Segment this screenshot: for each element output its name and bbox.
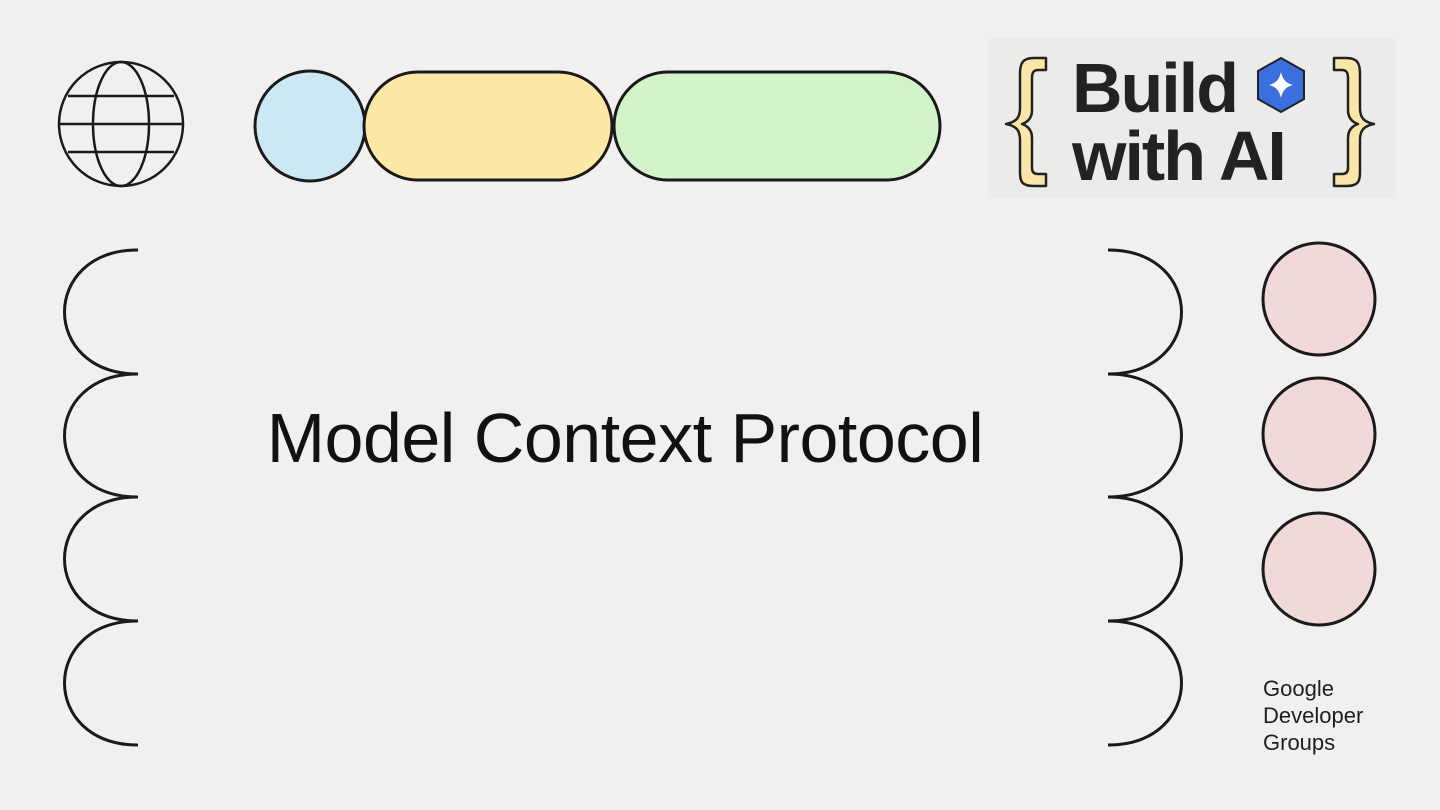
badge-title-line2: with AI: [1072, 117, 1287, 195]
gemini-sparkle-icon: [1257, 56, 1305, 114]
pill-green: [612, 70, 942, 182]
pink-circle-top: [1261, 241, 1377, 357]
pink-circle-middle: [1261, 376, 1377, 492]
left-scallop-border: [63, 248, 139, 747]
footer-line-2: Developer: [1263, 703, 1364, 728]
pill-row: [253, 69, 942, 183]
globe-icon: [57, 60, 185, 188]
right-scallop-border: [1107, 248, 1183, 747]
build-with-ai-badge: [988, 38, 1396, 198]
pill-yellow: [362, 70, 614, 182]
badge-title-line1: Build: [1072, 49, 1239, 127]
pink-circle-bottom: [1261, 511, 1377, 627]
footer-line-1: Google: [1263, 676, 1334, 701]
slide-title: Model Context Protocol: [266, 399, 984, 477]
pink-circles: [1261, 241, 1377, 627]
left-brace-icon: [1004, 56, 1048, 188]
google-developer-groups-logo: Google Developer Groups: [1263, 675, 1423, 756]
footer-line-3: Groups: [1263, 730, 1336, 755]
right-brace-icon: [1332, 56, 1376, 188]
